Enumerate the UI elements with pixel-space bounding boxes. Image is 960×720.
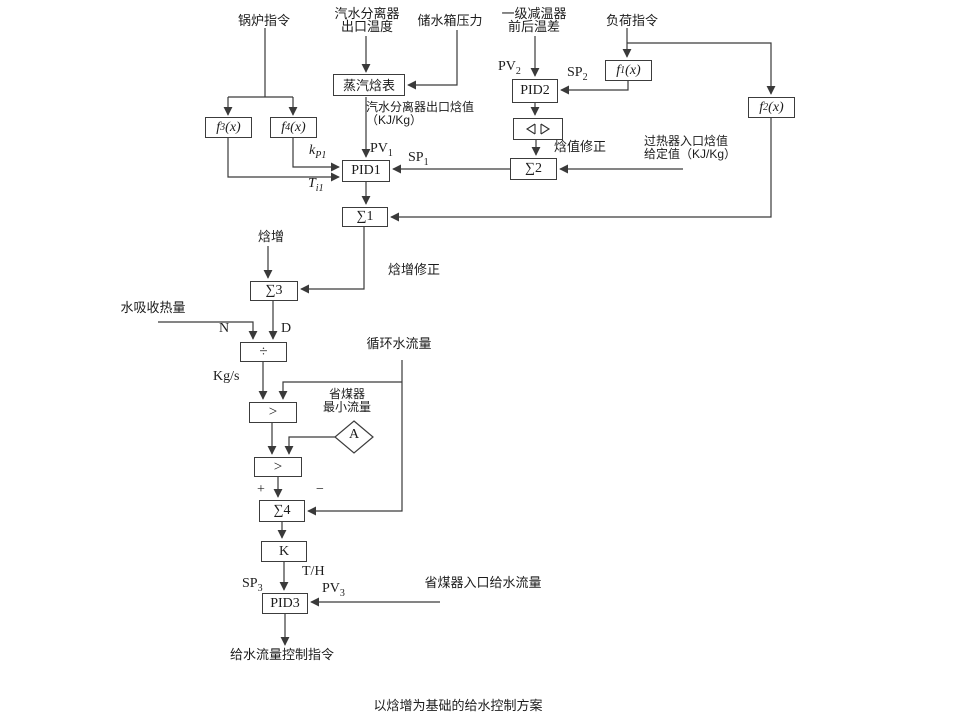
load-command-label: 负荷指令: [605, 13, 658, 28]
th-unit-label: T/H: [302, 564, 325, 579]
a-station-label: A: [348, 427, 360, 442]
pid1-controller-block: PID1: [342, 160, 390, 182]
economizer-min-flow-label: 省煤器 最小流量: [322, 387, 371, 414]
diagram-caption: 以焓增为基础的给水控制方案: [373, 698, 543, 713]
minus-sign-label: −: [316, 482, 324, 497]
superheater-setpoint-label: 过热器入口焓值 给定值（KJ/Kg）: [644, 134, 737, 161]
tank-pressure-label: 储水箱压力: [417, 13, 483, 28]
water-heat-label: 水吸收热量: [120, 300, 186, 315]
ti1-label: Ti1: [308, 176, 324, 194]
enthalpy-increase-label: 焓增: [257, 229, 284, 244]
sum2-block: ∑2: [510, 158, 557, 180]
economizer-inlet-flow-label: 省煤器入口给水流量: [424, 575, 542, 590]
sp3-label: SP3: [242, 576, 263, 594]
pv2-label: PV2: [498, 59, 521, 77]
separator-enthalpy-label: 汽水分离器出口焓值 （KJ/Kg）: [366, 100, 475, 127]
limiter-icon: [525, 123, 551, 135]
plus-sign-label: +: [257, 482, 265, 497]
steam-enthalpy-table-block: 蒸汽焓表: [333, 74, 405, 96]
enthalpy-increase-correction-label: 焓增修正: [387, 262, 440, 277]
pid3-controller-block: PID3: [262, 593, 308, 614]
desuperheater-dt-label: 一级减温器 前后温差: [501, 6, 567, 34]
circulating-flow-label: 循环水流量: [366, 336, 432, 351]
limiter-block: [513, 118, 563, 140]
high-select-block-2: >: [254, 457, 302, 477]
pid2-controller-block: PID2: [512, 79, 558, 103]
gain-k-block: K: [261, 541, 307, 562]
enthalpy-correction-label: 焓值修正: [553, 139, 606, 154]
pv1-label: PV1: [370, 141, 393, 159]
sum4-block: ∑4: [259, 500, 305, 522]
numerator-label: N: [219, 321, 230, 336]
pv3-label: PV3: [322, 581, 345, 599]
sp2-label: SP2: [567, 65, 588, 83]
sum3-block: ∑3: [250, 281, 298, 301]
denominator-label: D: [281, 321, 292, 336]
output-command-label: 给水流量控制指令: [229, 647, 334, 662]
boiler-command-label: 锅炉指令: [237, 13, 290, 28]
separator-outlet-temp-label: 汽水分离器 出口温度: [334, 6, 400, 34]
kp1-label: kP1: [309, 143, 327, 161]
sp1-label: SP1: [408, 150, 429, 168]
high-select-block-1: >: [249, 402, 297, 423]
divide-block: ÷: [240, 342, 287, 362]
kgs-unit-label: Kg/s: [213, 369, 240, 384]
sum1-block: ∑1: [342, 207, 388, 227]
